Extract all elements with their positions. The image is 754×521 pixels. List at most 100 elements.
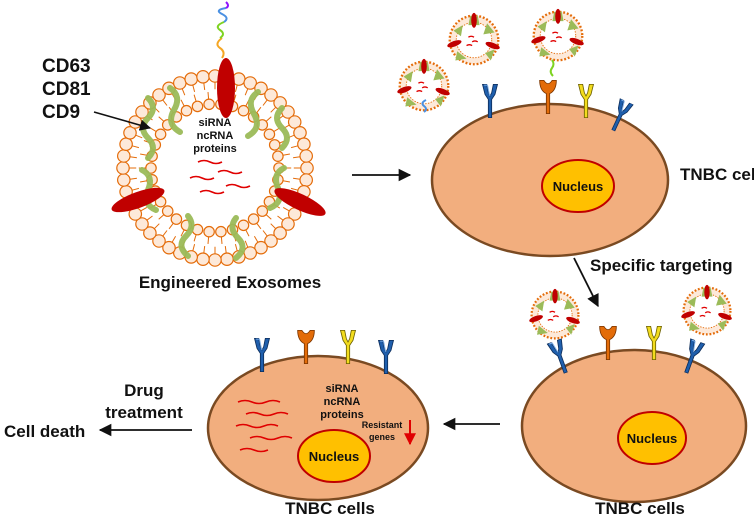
exosome-icon <box>446 12 502 66</box>
lipid-tail <box>256 106 262 114</box>
lipid-head <box>254 240 268 255</box>
nucleus-icon <box>617 411 687 465</box>
lipid-tail <box>140 153 148 156</box>
lipid-tail <box>253 235 259 243</box>
lipid-head <box>117 173 131 187</box>
lipid-head <box>184 72 198 86</box>
lipid-tail <box>265 116 272 122</box>
lipid-tail <box>192 243 196 252</box>
ligand-ribbon-icon <box>421 99 427 113</box>
lipid-head <box>256 205 269 217</box>
lipid-tail <box>262 99 268 106</box>
lipid-tail <box>220 236 223 244</box>
lipid-tail <box>193 234 197 242</box>
lipid-head <box>299 173 313 187</box>
nucleus-label: Nucleus <box>553 179 604 194</box>
lipid-tail <box>290 145 299 149</box>
lipid-head <box>273 226 287 240</box>
lipid-tail <box>180 99 185 107</box>
lipid-head <box>135 217 149 231</box>
lipid-tail <box>131 145 140 149</box>
lipid-head <box>247 213 260 225</box>
lipid-head <box>116 161 130 175</box>
lipid-head <box>191 100 204 113</box>
lipid-head <box>162 240 176 255</box>
lipid-tail <box>270 223 277 230</box>
lipid-tail <box>293 156 301 159</box>
lipid-tail <box>181 88 186 96</box>
tnbc-cell-top: Nucleus <box>396 8 670 258</box>
lipid-head <box>208 253 222 267</box>
nucleus-label: Nucleus <box>309 449 360 464</box>
lipid-head <box>143 226 157 240</box>
lipid-head <box>180 104 193 117</box>
lipid-tail <box>149 127 157 133</box>
lipid-tail <box>224 246 227 254</box>
lipid-head <box>154 128 167 141</box>
cell-body <box>206 354 430 502</box>
lipid-head <box>264 88 278 102</box>
engineered-exosomes-label: Engineered Exosomes <box>139 273 321 292</box>
lipid-tail <box>135 134 143 139</box>
lipid-head <box>161 205 174 217</box>
exosome-cargo-ncRNA: ncRNA <box>197 130 234 142</box>
drug-treatment-label-line2: treatment <box>105 403 183 422</box>
lipid-head <box>196 70 210 84</box>
lipid-tail <box>282 180 290 183</box>
nucleus-icon <box>541 159 615 213</box>
tnbc-cell-bottom-left: Nucleus siRNA ncRNA proteins Resistant g… <box>206 330 430 502</box>
lipid-head <box>203 98 215 111</box>
lipid-head <box>119 137 133 151</box>
lipid-head <box>170 213 183 225</box>
lipid-tail <box>262 230 268 237</box>
cell-cargo-proteins: proteins <box>320 409 363 421</box>
lipid-tail <box>282 206 290 212</box>
lipid-head <box>117 149 131 163</box>
lipid-tail <box>168 222 174 230</box>
ligand-ribbon-icon <box>549 59 555 77</box>
lipid-tail <box>158 214 165 220</box>
lipid-tail <box>233 94 237 102</box>
lipid-tail <box>207 92 210 100</box>
lipid-tail <box>244 240 249 248</box>
lipid-head <box>215 225 227 238</box>
lipid-tail <box>192 84 196 93</box>
marker-cd9: CD9 <box>42 102 80 123</box>
arrow-specific-targeting <box>573 257 599 308</box>
tnbc-cells-label-bottom-right: TNBC cells <box>595 499 685 518</box>
nucleus-icon <box>297 429 371 483</box>
marker-cd81: CD81 <box>42 79 91 100</box>
lipid-tail <box>180 229 185 237</box>
lipid-head <box>243 246 257 260</box>
lipid-tail <box>162 99 168 106</box>
lipid-tail <box>245 229 250 237</box>
tnbc-cells-label-top: TNBC cells <box>680 165 754 184</box>
rna-strands <box>235 399 293 453</box>
lipid-head <box>264 234 278 248</box>
lipid-head <box>203 225 215 238</box>
lipid-tail <box>140 206 148 212</box>
rna-cargo <box>189 159 251 195</box>
lipid-tail <box>290 187 299 191</box>
lipid-tail <box>265 214 272 220</box>
lipid-head <box>123 126 137 140</box>
cell-cargo-siRNA: siRNA <box>325 383 358 395</box>
lipid-head <box>263 128 276 141</box>
marker-pointer-arrow <box>93 111 152 131</box>
exosome-inner-lipid-layer <box>138 92 292 244</box>
lipid-head <box>243 76 257 90</box>
resistant-genes-label-line1: Resistant <box>362 420 403 430</box>
lipid-tail <box>140 180 148 183</box>
lipid-tail <box>203 246 206 254</box>
lipid-tail <box>146 215 153 221</box>
specific-targeting-label: Specific targeting <box>590 256 733 275</box>
lipid-head <box>287 115 302 129</box>
lipid-head <box>135 105 149 119</box>
exosome-icon <box>530 8 586 62</box>
lipid-head <box>220 252 234 267</box>
lipid-head <box>237 104 250 117</box>
lipid-head <box>281 217 295 231</box>
lipid-tail <box>129 156 137 159</box>
